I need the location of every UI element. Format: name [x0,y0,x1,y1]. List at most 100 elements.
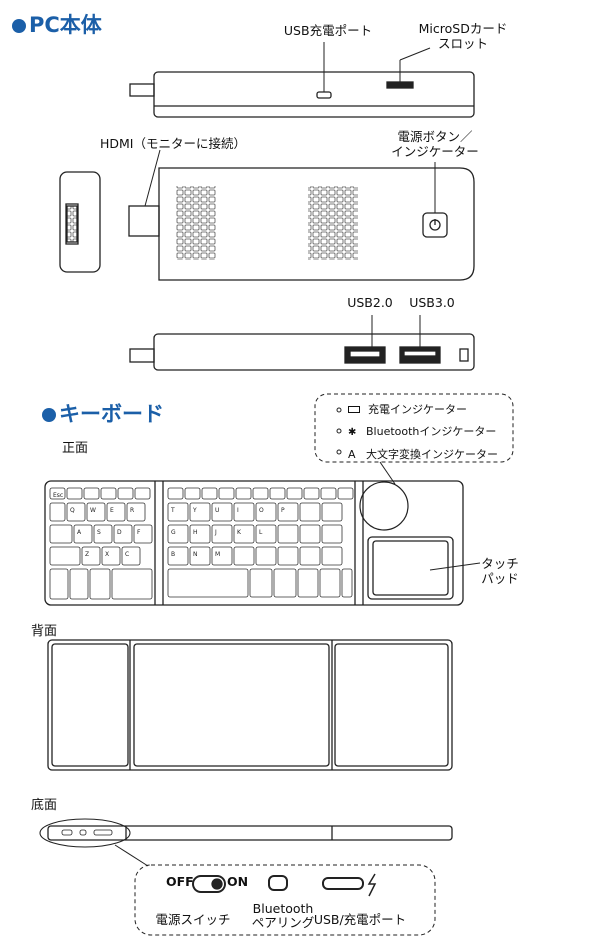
key[interactable] [286,487,303,500]
key[interactable] [106,502,126,522]
key[interactable] [66,502,86,522]
pairing-label-line1: Bluetooth [252,901,314,916]
key[interactable] [297,568,319,598]
key-label: S [97,529,101,536]
key[interactable] [93,524,113,544]
key[interactable] [49,502,66,522]
key[interactable] [113,524,133,544]
key[interactable] [255,502,277,522]
keyboard-heading: キーボード [42,398,164,428]
key[interactable] [133,524,153,544]
key[interactable] [321,502,343,522]
key[interactable] [277,524,299,544]
key[interactable] [167,502,189,522]
key[interactable] [66,487,83,500]
usb-charge-label: USB/充電ポート [313,912,407,927]
key-label: H [193,529,198,536]
bottom-view-label: 底面 [31,798,58,813]
key[interactable] [233,524,255,544]
bluetooth-icon: ✱ [348,427,357,438]
key[interactable] [255,546,277,566]
key[interactable] [337,487,354,500]
key-label: L [259,529,263,536]
hdmi-connector-icon [66,205,78,243]
key[interactable] [218,487,235,500]
power-switch-icon[interactable] [192,875,226,893]
indicator-charge-text: 充電インジケーター [368,403,467,416]
key[interactable] [235,487,252,500]
key[interactable] [81,546,101,566]
key[interactable] [189,502,211,522]
key[interactable] [299,502,321,522]
key[interactable] [167,487,184,500]
key[interactable] [111,568,153,600]
usb3-label: USB3.0 [409,295,455,310]
key-label: G [171,529,176,536]
key[interactable] [121,546,141,566]
key-label: Z [85,551,89,558]
key-label: K [237,529,242,536]
key[interactable] [134,487,151,500]
usb-port-label: USB充電ポート [283,23,373,38]
key-label: D [117,529,122,536]
key[interactable] [211,524,233,544]
key[interactable] [249,568,273,598]
key[interactable] [201,487,218,500]
key[interactable] [273,568,297,598]
key[interactable] [49,524,73,544]
key[interactable] [321,524,343,544]
key[interactable] [277,502,299,522]
key-label: F [137,529,141,536]
keyboard-front-view [44,480,481,606]
key[interactable] [73,524,93,544]
key[interactable] [167,568,249,598]
key[interactable] [167,524,189,544]
pairing-label-line2: ペアリング [251,915,315,930]
key[interactable] [184,487,201,500]
key[interactable] [89,568,111,600]
usb-c-port-icon [322,877,364,890]
key[interactable] [233,546,255,566]
key[interactable] [341,568,353,598]
touchpad[interactable] [367,536,454,600]
key[interactable] [83,487,100,500]
key[interactable] [252,487,269,500]
usb-port-icon [316,91,332,99]
key-label: Q [70,507,75,514]
key[interactable] [211,546,233,566]
key[interactable] [86,502,106,522]
charge-bolt-icon [367,873,377,897]
battery-icon [348,406,360,413]
power-switch-label: 電源スイッチ [155,912,231,927]
key[interactable] [100,487,117,500]
key[interactable] [189,524,211,544]
key[interactable] [321,546,343,566]
indicator-callout-box [314,393,514,463]
key[interactable] [299,524,321,544]
key[interactable] [319,568,341,598]
key[interactable] [233,502,255,522]
key[interactable] [49,546,81,566]
key[interactable] [277,546,299,566]
pairing-button-icon[interactable] [268,875,288,891]
key[interactable] [49,568,69,600]
key[interactable] [303,487,320,500]
key[interactable] [320,487,337,500]
key-label: Esc [53,492,63,499]
key[interactable] [69,568,89,600]
key[interactable] [117,487,134,500]
key[interactable] [255,524,277,544]
key[interactable] [299,546,321,566]
key[interactable] [269,487,286,500]
key[interactable] [167,546,189,566]
key[interactable] [126,502,146,522]
key[interactable] [211,502,233,522]
key[interactable] [189,546,211,566]
microsd-label-line1: MicroSDカード [418,21,508,36]
key[interactable] [49,487,66,500]
key[interactable] [101,546,121,566]
key-label: B [171,551,175,558]
